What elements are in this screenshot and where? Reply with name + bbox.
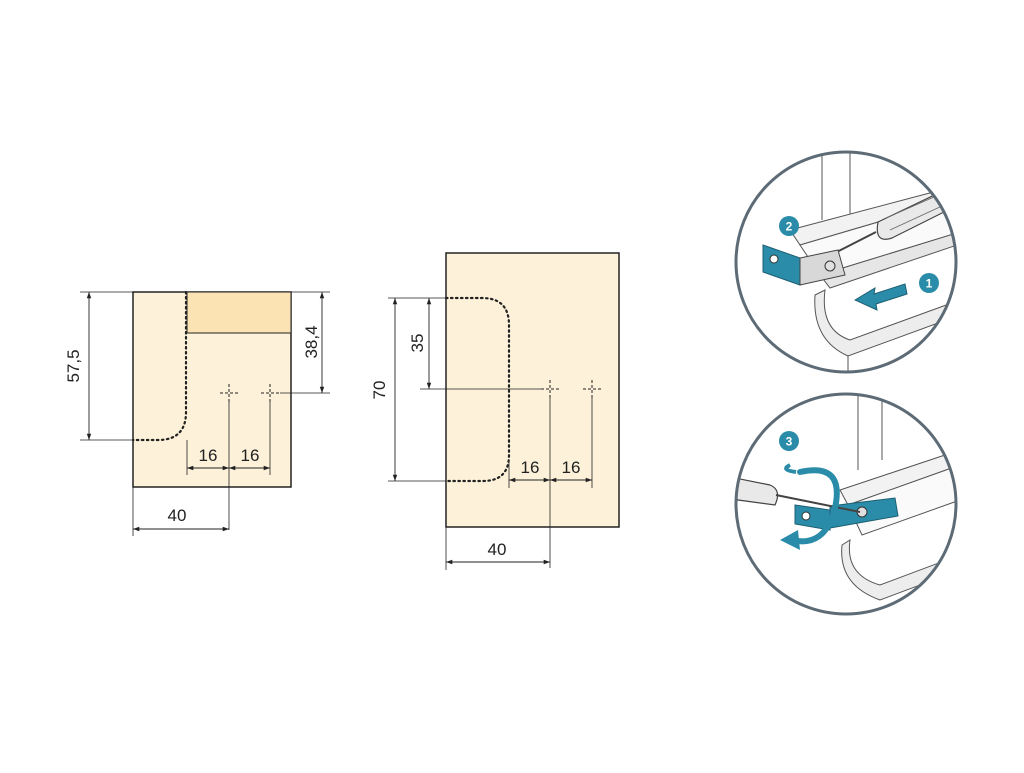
drawing-left: 57,5 38,4 16 16 40: [64, 290, 330, 536]
hole-mark: [220, 384, 238, 402]
step-badge-2: 2: [779, 216, 799, 236]
detail-circle-bottom: 3: [734, 392, 958, 616]
step-badge-1: 1: [919, 273, 939, 293]
hole-mark: [261, 384, 279, 402]
panel-left-highlight: [186, 291, 292, 334]
detail-circle-top: 2 1: [734, 150, 958, 374]
svg-text:2: 2: [786, 220, 793, 234]
cutout-dotted-outline-middle: [444, 296, 511, 483]
svg-text:1: 1: [926, 277, 933, 291]
hole-mark: [583, 380, 601, 398]
dimension-label-height-inner: 35: [408, 334, 427, 353]
rotate-arrow-icon: [789, 467, 840, 545]
panel-middle: [445, 252, 620, 528]
dimension-label-height: 57,5: [64, 349, 83, 382]
dimension-label-spacing: 16: [521, 458, 540, 477]
screwdriver-icon: [736, 477, 779, 506]
drawing-middle: 70 35 16 16 40: [370, 252, 620, 570]
step-badge-3: 3: [779, 431, 799, 451]
dimension-label-width: 40: [488, 540, 507, 559]
hole-mark: [541, 380, 559, 398]
dimension-label-width: 40: [168, 506, 187, 525]
dimension-label-spacing: 16: [199, 446, 218, 465]
dimension-label-height-right: 38,4: [302, 325, 321, 358]
push-arrow-icon: [853, 283, 908, 311]
dimension-label-spacing: 16: [241, 446, 260, 465]
dimension-label-spacing: 16: [562, 458, 581, 477]
svg-text:3: 3: [786, 435, 793, 449]
bracket-icon: [794, 504, 831, 531]
dimension-label-height: 70: [370, 381, 389, 400]
cutout-dotted-outline-left: [131, 290, 188, 442]
